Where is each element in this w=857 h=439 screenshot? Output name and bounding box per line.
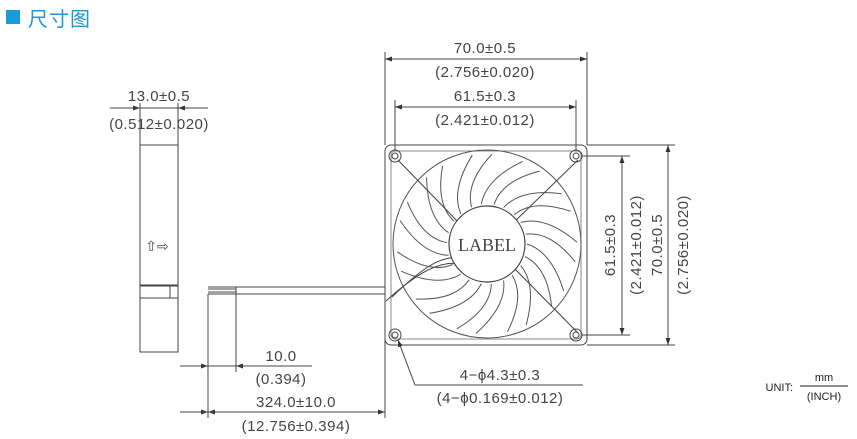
side-view: [110, 103, 208, 353]
strip-length-mm-label: 10.0: [265, 348, 296, 365]
top-dimension-lines: [384, 52, 588, 150]
side-height-inch-label: (2.756±0.020): [675, 195, 692, 295]
fan-frame: [384, 144, 588, 346]
fan-blade-edge: [513, 205, 571, 216]
fan-blade-edge: [406, 201, 448, 244]
hole-diameter-inch-label: (4−ϕ0.169±0.012): [437, 390, 564, 407]
heading-square-icon: [6, 10, 20, 24]
strip-length-inch-label: (0.394): [255, 371, 306, 388]
lead-length-inch-label: (12.756±0.394): [242, 418, 351, 435]
hole-diameter-mm-label: 4−ϕ4.3±0.3: [460, 367, 540, 384]
side-pitch-inch-label: (2.421±0.012): [628, 195, 645, 295]
fan-blade-edge: [415, 279, 470, 300]
fan-blade: [520, 220, 578, 243]
fan-hub-label: LABEL: [458, 235, 516, 255]
section-heading: 尺寸图: [6, 4, 91, 31]
hole-pitch-mm-label: 61.5±0.3: [454, 88, 516, 105]
fan-blades: [397, 153, 578, 334]
fan-blade: [426, 177, 449, 234]
thickness-mm-label: 13.0±0.5: [128, 88, 190, 105]
fan-blade: [520, 265, 531, 326]
side-height-mm-label: 70.0±0.5: [649, 214, 666, 276]
unit-numerator: mm: [815, 372, 833, 384]
fan-blade-edge: [440, 165, 455, 222]
fan-blade-edge: [397, 251, 453, 268]
fan-blade-edge: [469, 153, 493, 208]
fan-blade: [475, 280, 505, 334]
unit-legend: UNIT: mm (INCH): [766, 372, 848, 403]
fan-blade: [503, 192, 562, 208]
hole-pitch-inch-label: (2.421±0.012): [435, 112, 535, 129]
fan-blade: [457, 154, 473, 214]
lead-wires: [180, 286, 386, 418]
side-dimension-lines: [582, 144, 675, 346]
width-inch-label: (2.756±0.020): [435, 64, 535, 81]
airflow-rotation-arrows-icon: ⇧⇨: [145, 238, 169, 254]
fan-blade-edge: [493, 170, 540, 205]
side-pitch-mm-label: 61.5±0.3: [602, 214, 619, 276]
fan-blade: [526, 243, 565, 292]
side-view-body: [139, 144, 179, 353]
unit-prefix: UNIT:: [766, 382, 794, 394]
fan-blade-edge: [524, 256, 553, 307]
fan-blade: [480, 160, 523, 205]
hole-leader-line: [397, 339, 583, 386]
lead-length-mm-label: 324.0±10.0: [256, 394, 336, 411]
thickness-inch-label: (0.512±0.020): [109, 116, 209, 133]
front-view: [384, 144, 588, 346]
heading-title: 尺寸图: [28, 6, 91, 31]
unit-denominator: (INCH): [807, 391, 841, 403]
fan-blade: [400, 270, 462, 281]
width-mm-label: 70.0±0.5: [454, 40, 516, 57]
fan-blade: [429, 283, 482, 314]
fan-blade-edge: [507, 274, 519, 332]
fan-blade-edge: [456, 283, 492, 330]
fan-blade-edge: [525, 233, 576, 263]
fan-blade: [399, 220, 449, 256]
